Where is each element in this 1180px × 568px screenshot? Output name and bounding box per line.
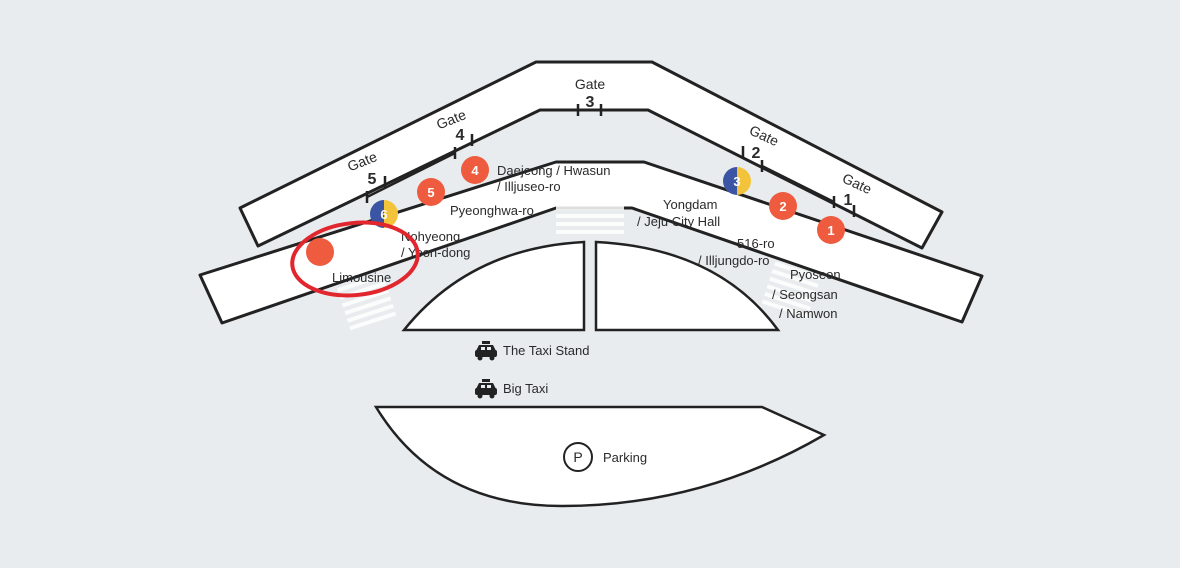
stop-5-destination: Pyeonghwa-ro — [450, 203, 534, 218]
taxi-stand-label: The Taxi Stand — [503, 343, 589, 358]
stop-1-destinations: Pyoseon / Seongsan / Namwon — [772, 267, 841, 321]
parking-lot — [373, 405, 827, 508]
bus-stop-5-number: 5 — [427, 185, 434, 200]
stop-1-dest-line-2: / Seongsan — [772, 287, 838, 302]
crosswalks — [336, 174, 822, 331]
stop-3-destinations: Yongdam / Jeju City Hall — [637, 197, 720, 229]
parking-symbol: P — [573, 449, 582, 465]
upper-road — [238, 60, 944, 250]
parking-icon: P — [563, 442, 593, 472]
gate-3-number: 3 — [586, 94, 595, 111]
inner-lot-left — [401, 240, 586, 332]
gate-5-number: 5 — [368, 171, 377, 188]
stop-3-dest-line-2: / Jeju City Hall — [637, 214, 720, 229]
bus-stop-3[interactable]: 3 — [723, 167, 751, 195]
bus-stop-2-number: 2 — [779, 199, 786, 214]
stop-4-destinations: Daejeong / Hwasun / Illjuseo-ro — [497, 163, 610, 194]
bus-stop-4-number: 4 — [471, 163, 479, 178]
taxi-icon — [475, 341, 497, 361]
big-taxi-icon — [475, 379, 497, 399]
stop-2-dest-line-1: 516-ro — [737, 236, 775, 251]
gate-3-word: Gate — [575, 76, 606, 92]
stop-6-dest-line-1: Nohyeong — [401, 229, 460, 244]
bus-stop-4[interactable]: 4 — [461, 156, 489, 184]
limousine-label: Limousine — [332, 270, 391, 285]
bus-stop-3-number: 3 — [733, 174, 740, 189]
bus-stop-1-number: 1 — [827, 223, 834, 238]
stop-2-destinations: 516-ro / Illjungdo-ro — [698, 236, 775, 268]
gate-2-number: 2 — [752, 145, 761, 162]
bus-stop-2[interactable]: 2 — [769, 192, 797, 220]
gate-4-number: 4 — [456, 127, 465, 144]
stop-1-dest-line-3: / Namwon — [779, 306, 838, 321]
bus-stop-1[interactable]: 1 — [817, 216, 845, 244]
inner-lot-right — [594, 240, 781, 332]
gate-ticks — [365, 104, 856, 217]
stop-6-destinations: Nohyeong / Yeon-dong — [401, 229, 470, 260]
stop-2-dest-line-2: / Illjungdo-ro — [698, 253, 770, 268]
limousine-highlight-ring — [290, 220, 420, 298]
bus-stop-5[interactable]: 5 — [417, 178, 445, 206]
bus-stop-6[interactable]: 6 — [370, 200, 398, 228]
stop-1-dest-line-1: Pyoseon — [790, 267, 841, 282]
stop-4-dest-line-1: Daejeong / Hwasun — [497, 163, 610, 178]
big-taxi-label: Big Taxi — [503, 381, 548, 396]
stop-4-dest-line-2: / Illjuseo-ro — [497, 179, 561, 194]
stop-6-dest-line-2: / Yeon-dong — [401, 245, 470, 260]
limousine-stop[interactable] — [306, 238, 334, 266]
stop-3-dest-line-1: Yongdam — [663, 197, 717, 212]
parking-label: Parking — [603, 450, 647, 465]
gate-1-number: 1 — [844, 192, 853, 209]
bus-stop-6-number: 6 — [380, 207, 387, 222]
